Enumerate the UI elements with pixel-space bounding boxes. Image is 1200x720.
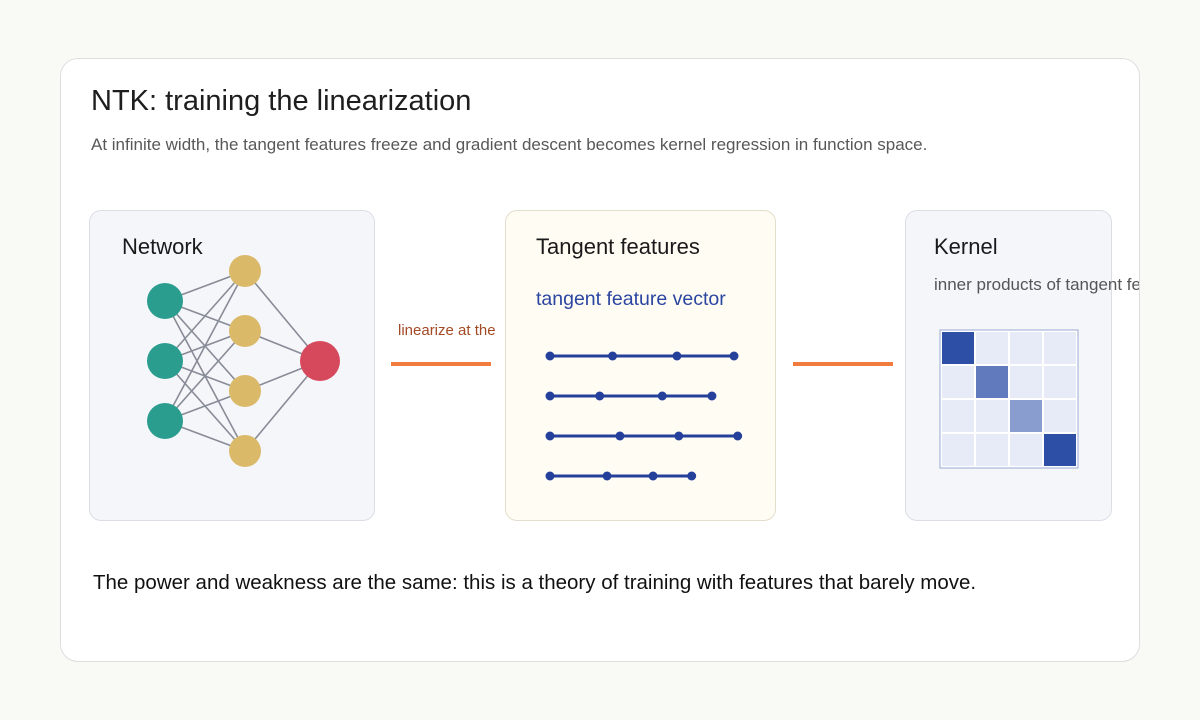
kernel-cell (942, 332, 974, 364)
arrow-tangent-to-kernel (793, 362, 893, 366)
conclusion-text: The power and weakness are the same: thi… (93, 571, 977, 594)
feature-point (648, 471, 658, 481)
kernel-cell (942, 434, 974, 466)
diagram-card: NTK: training the linearization At infin… (60, 58, 1140, 662)
input-node (147, 283, 183, 319)
kernel-cell (976, 366, 1008, 398)
tangent-panel-title: Tangent features (536, 234, 700, 259)
page-subtitle: At infinite width, the tangent features … (91, 135, 928, 154)
kernel-cell (1010, 332, 1042, 364)
network-graph (147, 255, 340, 467)
feature-point (674, 431, 684, 441)
kernel-cell (1010, 400, 1042, 432)
feature-point (608, 351, 618, 361)
feature-point (733, 431, 743, 441)
network-panel-title: Network (122, 234, 203, 259)
page-title: NTK: training the linearization (91, 85, 472, 117)
kernel-matrix (939, 329, 1079, 469)
feature-point (672, 351, 682, 361)
network-edge (164, 270, 246, 422)
network-panel: Network (89, 210, 375, 521)
kernel-panel-title: Kernel (934, 234, 998, 259)
kernel-cell (1010, 434, 1042, 466)
network-edge (164, 270, 246, 362)
feature-point (687, 471, 697, 481)
feature-point (615, 431, 625, 441)
feature-point (595, 391, 605, 401)
tangent-feature-rows (545, 351, 743, 481)
kernel-cell (976, 400, 1008, 432)
feature-point (729, 351, 739, 361)
feature-point (707, 391, 717, 401)
hidden-node (229, 315, 261, 347)
kernel-cell (942, 366, 974, 398)
feature-point (545, 391, 555, 401)
input-node (147, 403, 183, 439)
kernel-panel: Kernel inner products of tangent feature… (905, 210, 1139, 521)
kernel-cell (1044, 366, 1076, 398)
hidden-node (229, 255, 261, 287)
feature-point (602, 471, 612, 481)
hidden-node (229, 435, 261, 467)
hidden-node (229, 375, 261, 407)
kernel-cell (1044, 332, 1076, 364)
output-node (300, 341, 340, 381)
kernel-cell (976, 434, 1008, 466)
kernel-cell (1010, 366, 1042, 398)
feature-point (545, 471, 555, 481)
tangent-caption: tangent feature vector (536, 288, 726, 310)
input-node (147, 343, 183, 379)
tangent-panel: Tangent features tangent feature vector (505, 210, 776, 521)
kernel-cell (976, 332, 1008, 364)
linearize-label: linearize at the (398, 322, 496, 339)
kernel-caption: inner products of tangent features (934, 275, 1140, 294)
kernel-cell (1044, 400, 1076, 432)
kernel-cell (942, 400, 974, 432)
kernel-cell (1044, 434, 1076, 466)
feature-point (545, 431, 555, 441)
network-edge (164, 330, 246, 422)
arrow-network-to-tangent (391, 362, 491, 366)
feature-point (545, 351, 555, 361)
feature-point (657, 391, 667, 401)
